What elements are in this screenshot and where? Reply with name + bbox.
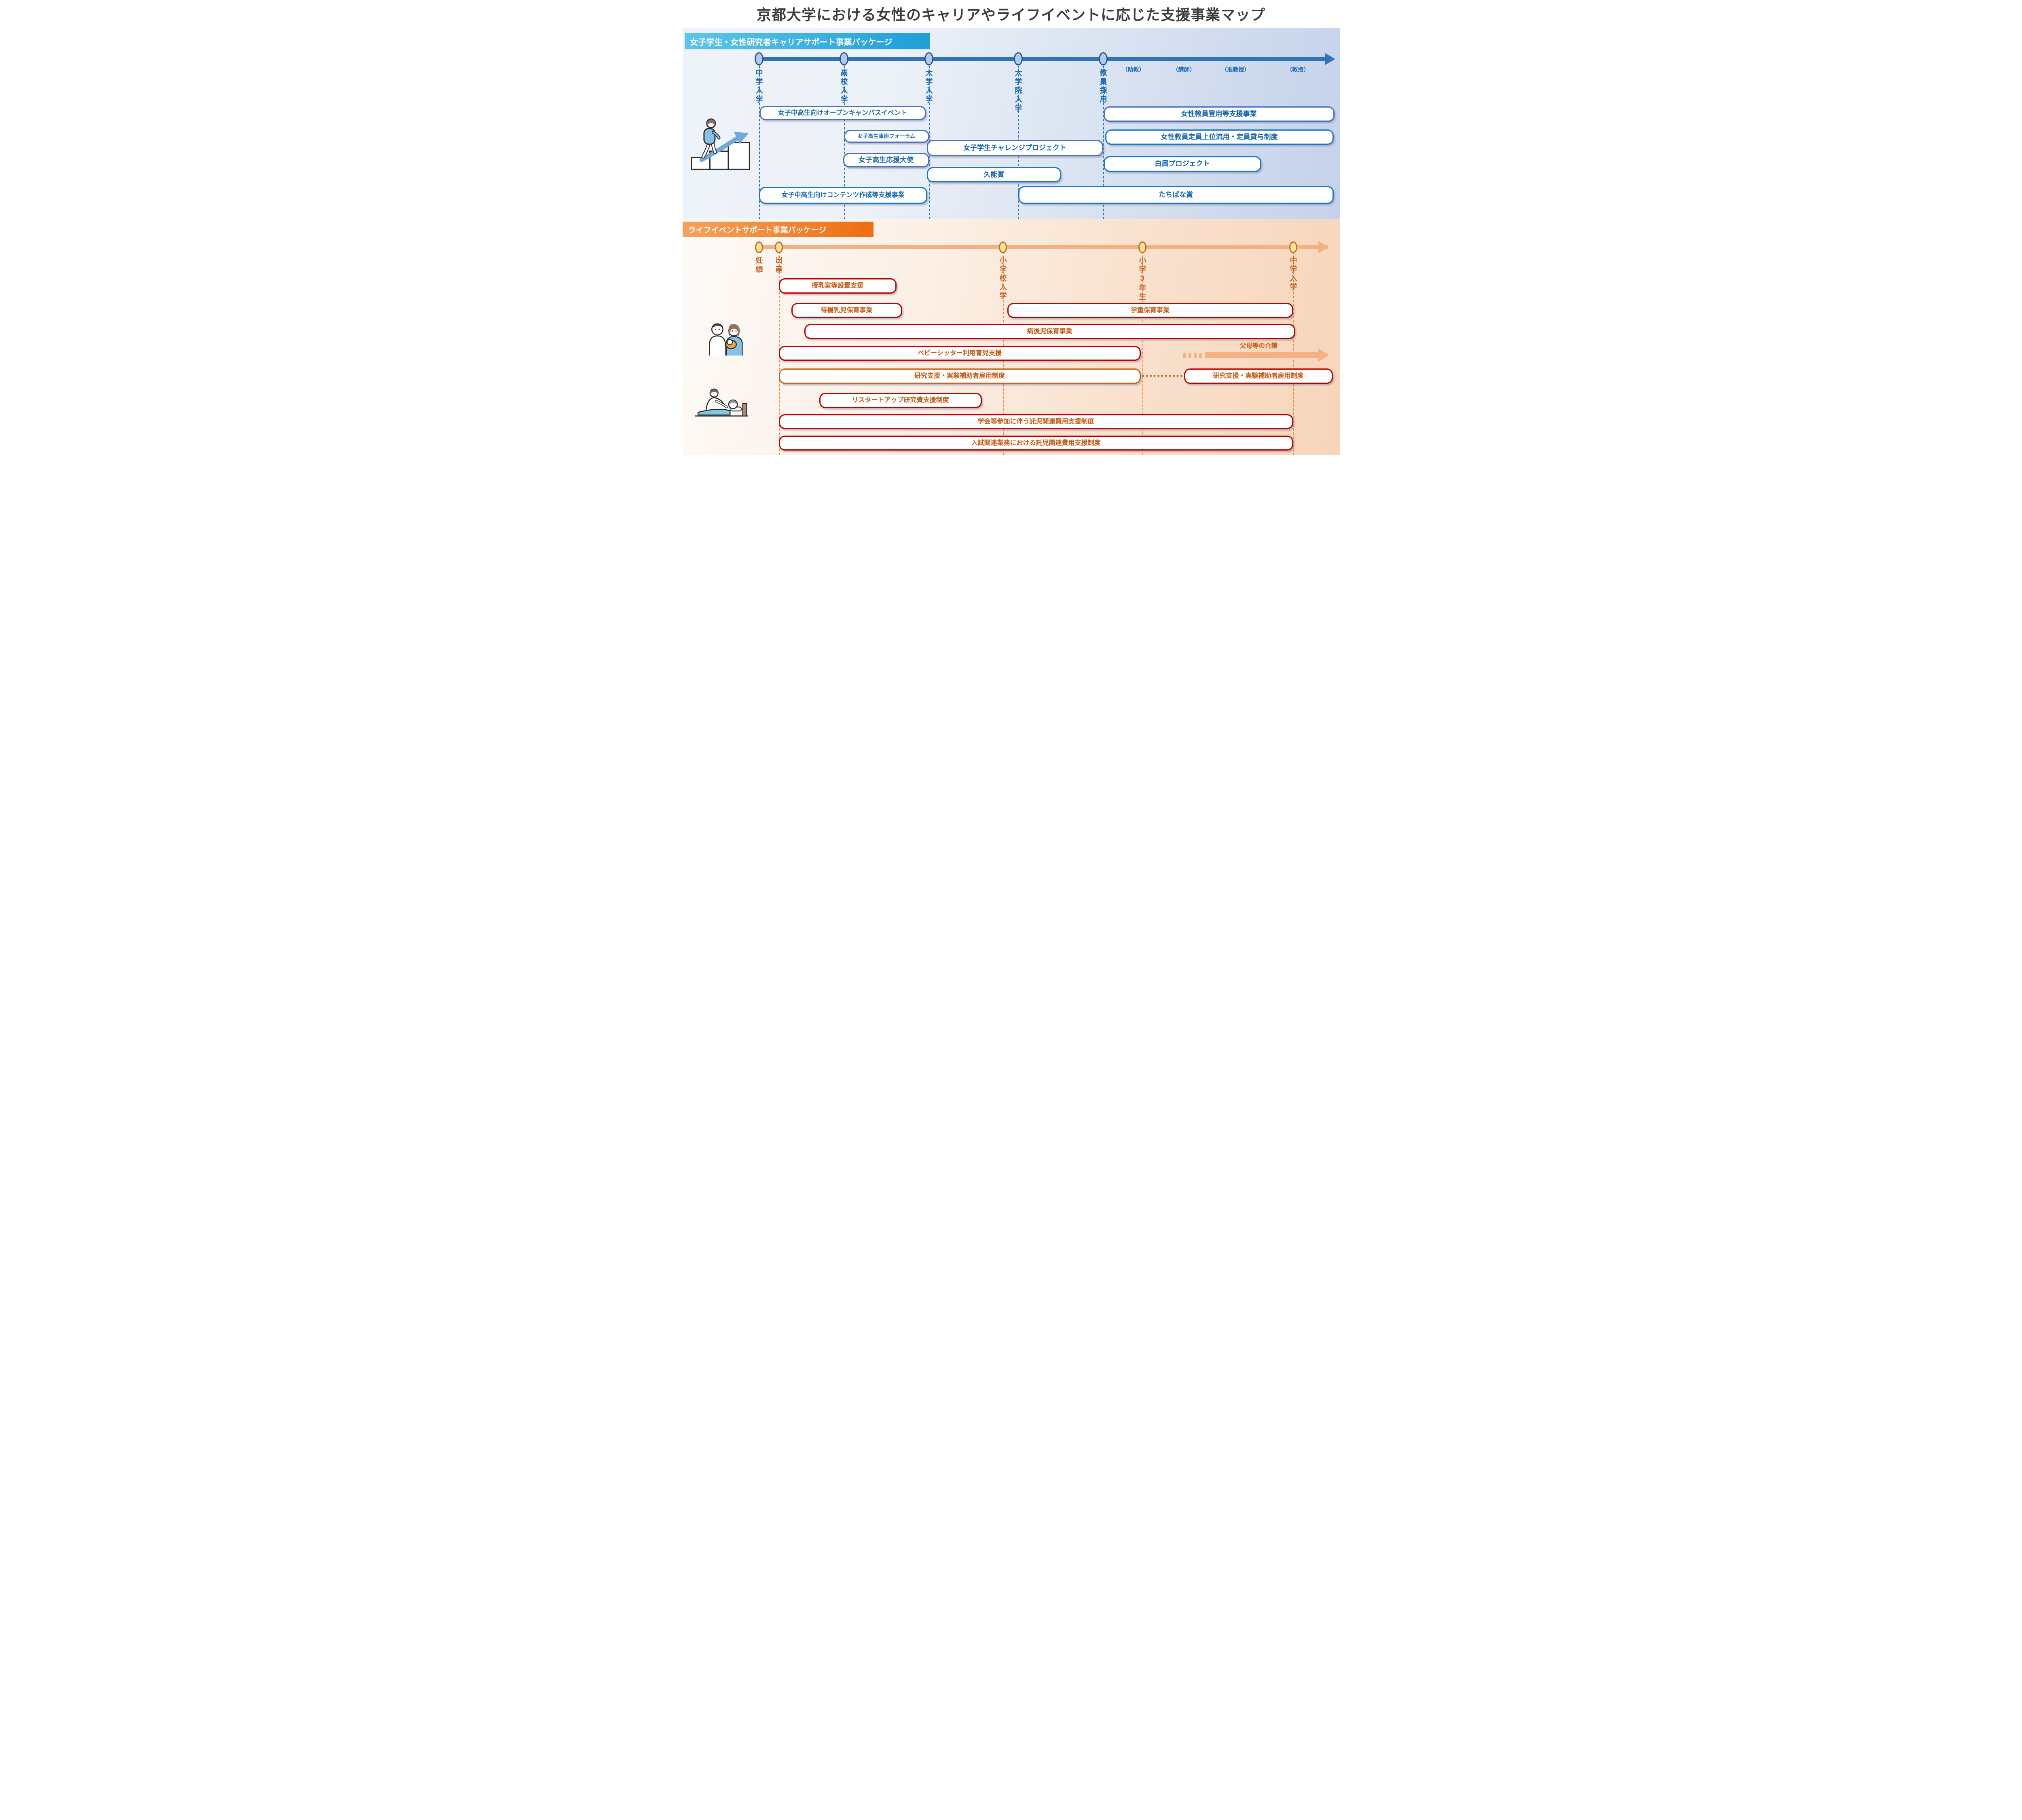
program-kurumaza-forum: 女子高生車座フォーラム <box>844 130 929 143</box>
program-kenkyu-shien-left: 研究支援・実験補助者雇用制度 <box>778 368 1141 384</box>
milestone-dot <box>1098 52 1108 66</box>
milestone-label: 中学入学 <box>755 69 763 104</box>
program-nyushi-takuji: 入試関連業務における託児関連費用支援制度 <box>778 436 1293 451</box>
kenkyu-shien-dotted-connector <box>1142 375 1182 377</box>
care-note-label: 父母等の介護 <box>1239 343 1277 349</box>
program-josei-kyoin-toyo: 女性教員登用等支援事業 <box>1103 106 1335 122</box>
career-guide-line <box>759 66 760 219</box>
milestone-label: 大学入学 <box>924 69 933 104</box>
milestone-dot <box>754 52 764 66</box>
career-timeline-arrow-icon <box>1324 53 1335 65</box>
program-kuno-prize: 久能賞 <box>926 167 1061 182</box>
life-timeline-arrow-icon <box>1318 241 1329 253</box>
rank-label: （助教） <box>1122 66 1145 73</box>
life-guide-line <box>1142 252 1143 455</box>
milestone-dot <box>1138 241 1146 253</box>
page-title: 京都大学における女性のキャリアやライフイベントに応じた支援事業マップ <box>756 6 1265 23</box>
program-ouen-taishi: 女子高生応援大使 <box>843 153 929 167</box>
milestone-dot <box>839 52 848 66</box>
program-junyushitsu: 授乳室等設置支援 <box>778 278 897 294</box>
milestone-label: 中学入学 <box>1289 256 1297 292</box>
career-timeline-bar <box>757 57 1325 61</box>
care-arrow-dashes <box>1183 353 1202 358</box>
career-guide-line <box>1103 66 1104 219</box>
milestone-dot <box>924 52 933 66</box>
milestone-dot <box>1013 52 1023 66</box>
program-hakubi-project: 白眉プロジェクト <box>1103 156 1261 172</box>
support-map-page: 京都大学における女性のキャリアやライフイベントに応じた支援事業マップ 女子学生・… <box>682 0 1340 455</box>
career-badge: 女子学生・女性研究者キャリアサポート事業パッケージ <box>684 33 930 49</box>
nursing-care-icon <box>694 388 748 417</box>
milestone-label: 大学院入学 <box>1014 69 1022 113</box>
program-contents-support: 女子中高生向けコンテンツ作成等支援事業 <box>759 187 927 204</box>
program-challenge-project: 女子学生チャレンジプロジェクト <box>926 140 1103 156</box>
program-gakkai-takuji: 学会等参加に伴う託児関連費用支援制度 <box>778 414 1293 429</box>
rank-label: （講師） <box>1172 66 1195 73</box>
program-byogoji-hoiku: 病後児保育事業 <box>804 324 1295 339</box>
milestone-label: 小学校入学 <box>998 256 1007 301</box>
career-guide-line <box>844 66 845 219</box>
program-tachibana-prize: たちばな賞 <box>1018 186 1334 204</box>
milestone-label: 出産 <box>774 256 783 274</box>
milestone-dot <box>774 241 783 253</box>
rank-label: （准教授） <box>1221 66 1250 73</box>
program-kenkyu-shien-right: 研究支援・実験補助者雇用制度 <box>1184 368 1333 384</box>
program-taiki-nyuji: 待機乳児保育事業 <box>791 303 902 318</box>
milestone-label: 小学3年生 <box>1138 256 1146 302</box>
program-restart-up: リスタートアップ研究費支援制度 <box>819 393 982 408</box>
milestone-label: 高校入学 <box>840 69 848 104</box>
program-babysitter: ベビーシッター利用育児支援 <box>778 346 1141 361</box>
milestone-label: 教員採用 <box>1099 69 1107 104</box>
program-gakudo-hoiku: 学童保育事業 <box>1007 303 1293 318</box>
program-teiin-joi-ryuyo: 女性教員定員上位流用・定員貸与制度 <box>1105 129 1334 145</box>
rank-label: （教授） <box>1286 66 1309 73</box>
life-timeline-bar <box>757 245 1328 249</box>
milestone-dot <box>1289 241 1297 253</box>
care-arrow <box>1205 352 1319 358</box>
program-open-campus: 女子中高生向けオープンキャンパスイベント <box>759 106 926 120</box>
milestone-dot <box>755 241 763 253</box>
milestone-dot <box>998 241 1007 253</box>
life-badge: ライフイベントサポート事業パッケージ <box>682 222 874 237</box>
milestone-label: 妊娠 <box>755 256 763 274</box>
person-climbing-steps-icon <box>690 119 750 170</box>
parents-holding-baby-icon <box>709 323 743 356</box>
care-arrow-head-icon <box>1318 349 1329 362</box>
